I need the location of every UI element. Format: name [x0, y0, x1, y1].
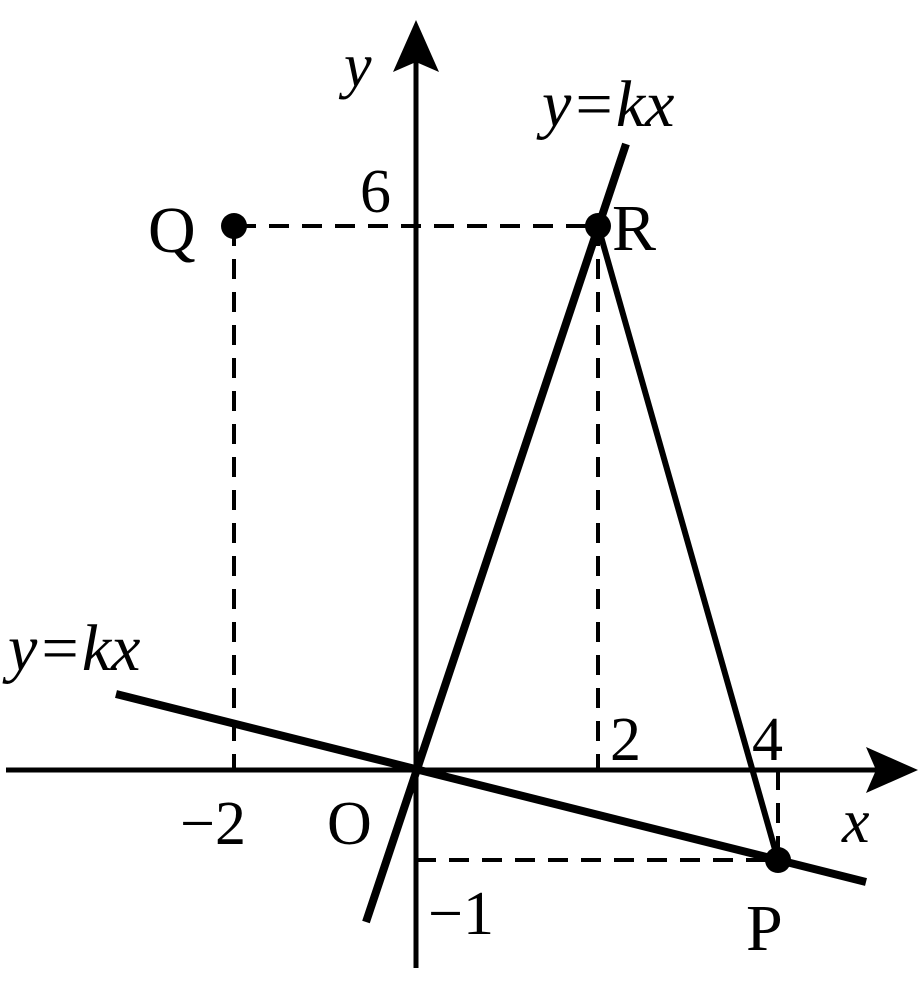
y-axis-arrowhead — [393, 20, 439, 72]
tick-label-x-2: 2 — [610, 706, 641, 774]
point-label-q: Q — [148, 194, 196, 267]
point-q — [221, 213, 247, 239]
point-r — [585, 213, 611, 239]
line-label-steep: y=kx — [536, 68, 674, 141]
y-axis-label: y — [338, 32, 372, 100]
point-label-r: R — [612, 192, 656, 265]
point-p — [765, 847, 791, 873]
point-label-p: P — [746, 892, 783, 965]
x-axis-label: x — [841, 788, 870, 856]
line-label-shallow: y=kx — [2, 612, 140, 685]
origin-label: O — [327, 790, 372, 858]
line-shallow-through-p — [115, 690, 867, 886]
segment-rp — [595, 225, 781, 861]
tick-label-x-neg2: −2 — [180, 790, 246, 858]
tick-label-y-neg1: −1 — [428, 880, 494, 948]
tick-label-x-4: 4 — [752, 706, 783, 774]
x-axis-arrowhead — [866, 747, 918, 793]
tick-label-y-6: 6 — [360, 158, 391, 226]
line-steep-through-r — [362, 142, 630, 924]
